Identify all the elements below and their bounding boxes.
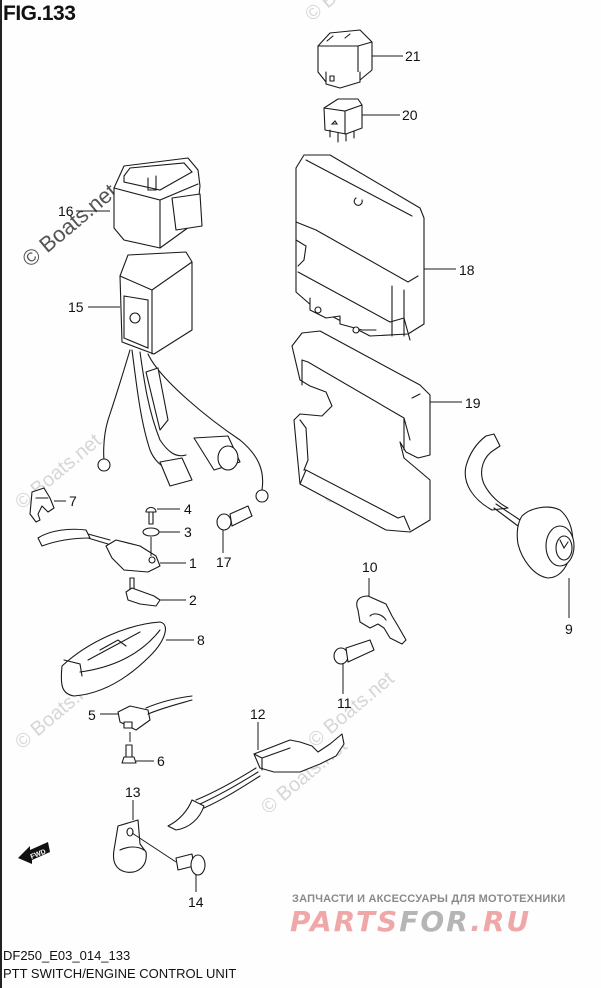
part-1-ptt-switch[interactable] <box>37 528 161 573</box>
callout-8: 8 <box>197 632 205 648</box>
watermark: © Boats.net <box>17 179 121 272</box>
part-11-bolt[interactable] <box>333 639 375 665</box>
callout-21: 21 <box>405 48 421 64</box>
watermark: © Boats.net <box>301 0 396 26</box>
callout-19: 19 <box>465 395 481 411</box>
callout-20: 20 <box>402 107 418 123</box>
part-20-relay[interactable] <box>323 98 363 143</box>
promo-logo-part2: FOR <box>399 905 471 938</box>
callout-5: 5 <box>88 707 96 723</box>
part-21-relay[interactable] <box>317 29 373 89</box>
part-3-washer[interactable] <box>142 527 160 537</box>
part-8-switch-cover[interactable] <box>60 621 166 697</box>
part-17-bolt[interactable] <box>216 505 253 531</box>
callout-17: 17 <box>216 554 232 570</box>
part-19-holder[interactable] <box>291 330 431 533</box>
part-15-module-harness[interactable] <box>97 251 269 503</box>
promo-logo-part1: PARTS <box>290 905 400 938</box>
promo-logo-part3: .RU <box>470 905 532 938</box>
callout-14: 14 <box>188 894 204 910</box>
fwd-arrow-icon: FWD <box>18 842 50 864</box>
callout-9: 9 <box>565 621 573 637</box>
leader-line <box>131 832 177 863</box>
part-18-ecu[interactable] <box>295 154 425 341</box>
callout-11: 11 <box>337 695 352 711</box>
promo-subtitle: ЗАПЧАСТИ И АКСЕССУАРЫ ДЛЯ МОТОТЕХНИКИ <box>292 893 566 905</box>
figure-code: DF250_E03_014_133 <box>3 948 131 963</box>
promo-logo[interactable]: PARTSFOR.RU <box>290 905 531 938</box>
part-9-key-switch[interactable] <box>464 433 575 579</box>
callout-2: 2 <box>189 592 197 608</box>
part-14-screw[interactable] <box>175 853 206 876</box>
part-5-sensor[interactable] <box>117 695 193 731</box>
part-12-trim-harness[interactable] <box>167 733 345 831</box>
part-13-cable-clamp[interactable] <box>112 819 147 873</box>
callout-16: 16 <box>58 203 74 219</box>
callout-1: 1 <box>189 555 197 571</box>
callout-7: 7 <box>69 493 77 509</box>
callout-15: 15 <box>68 299 84 315</box>
figure-title: FIG.133 <box>3 2 76 25</box>
callout-18: 18 <box>459 262 475 278</box>
callout-6: 6 <box>157 753 165 769</box>
part-7-clip[interactable] <box>29 487 55 523</box>
callout-12: 12 <box>250 706 266 722</box>
part-16-cover[interactable] <box>113 157 203 249</box>
callout-3: 3 <box>184 524 192 540</box>
callout-10: 10 <box>362 559 378 575</box>
page-border <box>0 0 2 988</box>
part-4-screw[interactable] <box>145 506 157 525</box>
part-2-bracket[interactable] <box>125 577 161 607</box>
part-10-clamp[interactable] <box>356 595 407 645</box>
part-6-bolt[interactable] <box>121 744 137 764</box>
figure-name: PTT SWITCH/ENGINE CONTROL UNIT <box>3 966 237 981</box>
callout-13: 13 <box>125 784 141 800</box>
callout-4: 4 <box>184 501 192 517</box>
